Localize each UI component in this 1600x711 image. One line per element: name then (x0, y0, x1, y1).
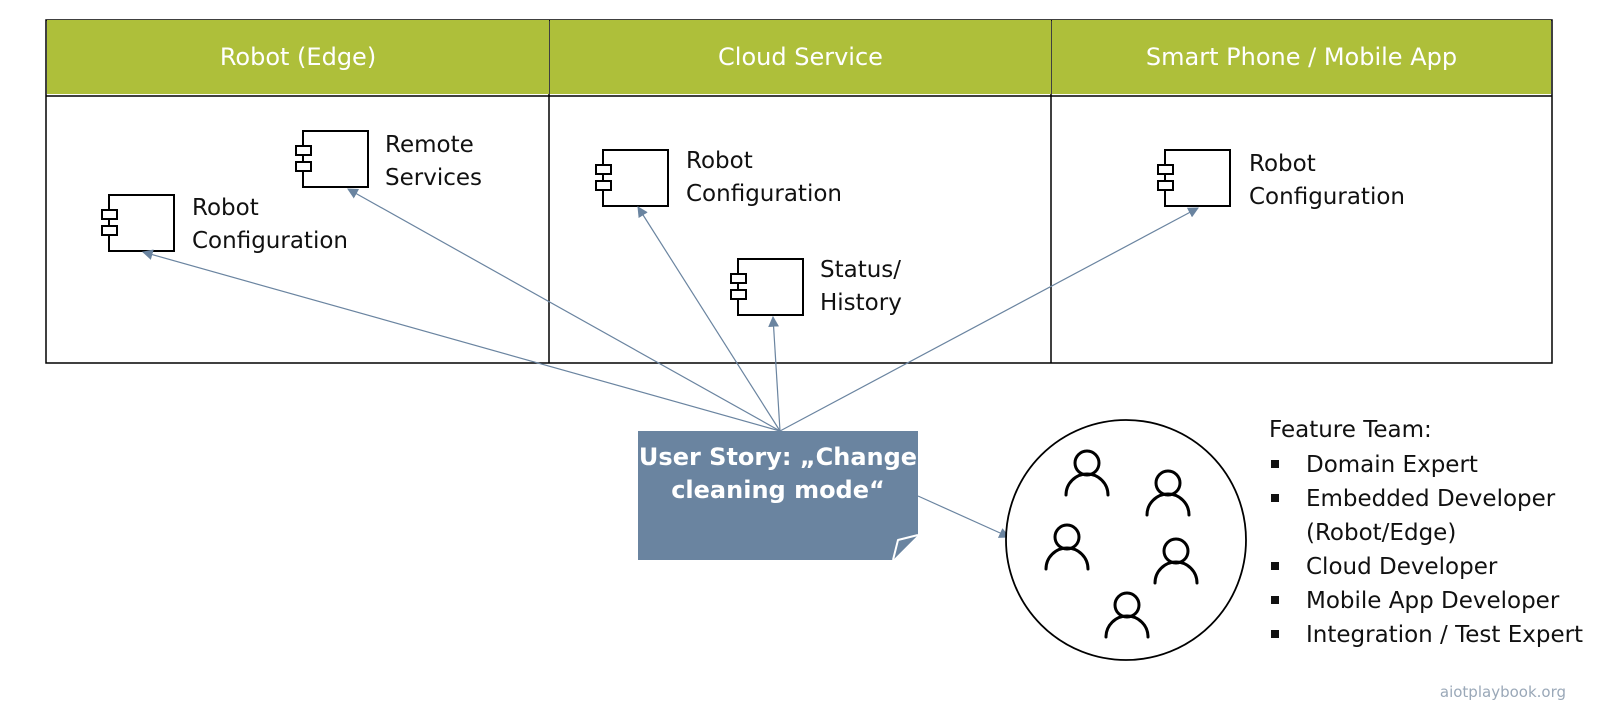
component-label-line: Robot (1249, 151, 1316, 177)
person-icon (1104, 591, 1150, 639)
component-icon (1157, 149, 1231, 207)
component-icon (730, 258, 804, 316)
component-icon (595, 149, 669, 207)
person-icon (1153, 537, 1199, 585)
team-member: Integration / Test Expert (1306, 622, 1584, 648)
square-bullet-icon (1271, 494, 1279, 502)
dependency-arrow (637, 206, 781, 432)
square-bullet-icon (1271, 460, 1279, 468)
component-label-line: Robot (192, 195, 259, 221)
component-label-line: Configuration (1249, 184, 1405, 210)
team-member: Cloud Developer (1306, 554, 1498, 580)
square-bullet-icon (1271, 562, 1279, 570)
column-header-cloud-service: Cloud Service (550, 20, 1051, 94)
component-label-line: Remote (385, 132, 474, 158)
list-item: Integration / Test Expert (1269, 618, 1596, 652)
note-fold-icon (892, 534, 919, 561)
component-label-robot-configuration-mobile: Robot Configuration (1249, 148, 1405, 214)
component-label-line: Status/ (820, 257, 902, 283)
column-header-robot-edge: Robot (Edge) (47, 20, 549, 94)
dependency-arrow (917, 495, 1010, 538)
dependency-arrow (768, 315, 781, 432)
list-item: Domain Expert (1269, 448, 1596, 482)
team-member: Embedded Developer (Robot/Edge) (1306, 486, 1556, 546)
user-story: User Story: „Change cleaning mode“ (638, 431, 918, 560)
component-label-line: Robot (686, 148, 753, 174)
component-label-line: Services (385, 165, 482, 191)
team-member: Mobile App Developer (1306, 588, 1560, 614)
component-icon (101, 194, 175, 252)
component-icon (295, 130, 369, 188)
dependency-arrow (141, 249, 781, 432)
user-story-note (638, 431, 918, 560)
component-label-robot-configuration-edge: Robot Configuration (192, 192, 348, 258)
user-story-text: User Story: „Change cleaning mode“ (638, 441, 918, 507)
component-label-line: Configuration (686, 181, 842, 207)
dependency-arrow (347, 188, 781, 432)
square-bullet-icon (1271, 630, 1279, 638)
component-label-line: Configuration (192, 228, 348, 254)
list-item: Mobile App Developer (1269, 584, 1596, 618)
component-label-status-history: Status/ History (820, 254, 902, 320)
user-story-line: cleaning mode“ (671, 476, 885, 504)
footer-credit: aiotplaybook.org (1439, 683, 1566, 701)
person-icon (1064, 449, 1110, 497)
component-label-robot-configuration-cloud: Robot Configuration (686, 145, 842, 211)
person-icon (1145, 469, 1191, 517)
feature-team-list: Domain Expert Embedded Developer (Robot/… (1269, 448, 1596, 652)
component-label-line: History (820, 290, 902, 316)
square-bullet-icon (1271, 596, 1279, 604)
list-item: Cloud Developer (1269, 550, 1596, 584)
dependency-arrow (779, 207, 1199, 432)
user-story-line: User Story: „Change (638, 443, 918, 471)
column-header-mobile-app: Smart Phone / Mobile App (1052, 20, 1551, 94)
team-circle (1005, 419, 1247, 661)
component-label-remote-services: Remote Services (385, 129, 482, 195)
person-icon (1044, 523, 1090, 571)
team-member: Domain Expert (1306, 452, 1478, 478)
feature-team-title: Feature Team: (1269, 417, 1432, 443)
list-item: Embedded Developer (Robot/Edge) (1269, 482, 1596, 550)
